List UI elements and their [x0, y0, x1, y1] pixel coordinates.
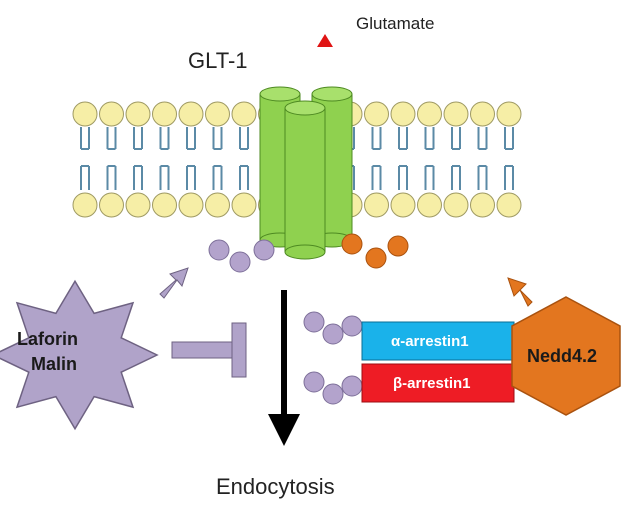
lipid-head-bottom — [496, 192, 522, 218]
lipid-head-bottom — [231, 192, 257, 218]
lipid-tail-top — [504, 127, 514, 150]
cylinder-top — [284, 100, 326, 116]
ubiquitin-dot — [341, 375, 363, 397]
nedd42-hexagon-icon — [511, 296, 621, 416]
lipid-head-top — [125, 101, 151, 127]
inhibition-bar — [171, 341, 233, 359]
lipid-tail-bottom — [133, 165, 143, 190]
lipid-head-bottom — [178, 192, 204, 218]
ubiquitin-dot — [303, 371, 325, 393]
lipid-head-bottom — [470, 192, 495, 218]
lipid-head-top — [470, 101, 495, 127]
lipid-tail-bottom — [451, 165, 461, 190]
lipid-head-top — [231, 101, 257, 127]
lipid-head-bottom — [443, 192, 469, 218]
lipid-tail-top — [371, 127, 382, 150]
lipid-tail-top — [451, 127, 461, 150]
cylinder-top — [259, 86, 301, 102]
lipid-tail-top — [398, 127, 408, 150]
lipid-head-top — [364, 101, 389, 127]
lipid-tail-top — [159, 127, 170, 150]
inhibition-cap — [231, 322, 247, 378]
lipid-head-bottom — [72, 192, 98, 218]
lipid-head-bottom — [417, 192, 442, 218]
lipid-head-top — [417, 101, 442, 127]
lipid-head-top — [443, 101, 469, 127]
lipid-head-bottom — [205, 192, 230, 218]
lipid-head-top — [152, 101, 177, 127]
lipid-head-bottom — [390, 192, 416, 218]
cylinder-bottom — [284, 244, 326, 260]
lipid-head-bottom — [152, 192, 177, 218]
laforin-action-arrow-icon — [159, 267, 189, 299]
lipid-head-bottom — [364, 192, 389, 218]
glutamate-triangle-icon — [317, 34, 333, 47]
lipid-tail-top — [133, 127, 143, 150]
nedd42-action-arrow-icon — [507, 277, 533, 307]
phospho-dot-purple — [229, 251, 251, 273]
lipid-tail-bottom — [239, 165, 249, 190]
phospho-dot-purple — [208, 239, 230, 261]
cylinder-top — [311, 86, 353, 102]
ubiquitin-dot — [322, 323, 344, 345]
lipid-tail-top — [424, 127, 435, 150]
lipid-head-top — [72, 101, 98, 127]
glt1-transporter — [259, 86, 353, 260]
malin-label: Malin — [31, 354, 77, 374]
lipid-tail-top — [477, 127, 488, 150]
lipid-head-bottom — [125, 192, 151, 218]
lipid-tail-bottom — [371, 165, 382, 190]
beta-arrestin-box — [361, 363, 515, 403]
lipid-tail-top — [239, 127, 249, 150]
lipid-tail-bottom — [212, 165, 223, 190]
glt1-label: GLT-1 — [188, 48, 248, 73]
alpha-arrestin-label: α-arrestin1 — [391, 333, 469, 350]
laforin-label: Laforin — [17, 329, 78, 349]
phospho-dot-orange — [341, 233, 363, 255]
phosphorylation-dots — [208, 233, 409, 273]
lipid-head-top — [99, 101, 124, 127]
lipid-tail-top — [106, 127, 117, 150]
endocytosis-arrowhead-icon — [268, 414, 300, 446]
lipid-head-top — [390, 101, 416, 127]
lipid-head-bottom — [99, 192, 124, 218]
lipid-tail-bottom — [186, 165, 196, 190]
phospho-dot-purple — [253, 239, 275, 261]
nedd42-label: Nedd4.2 — [527, 346, 597, 366]
phospho-dot-orange — [365, 247, 387, 269]
alpha-arrestin-box — [361, 321, 515, 361]
beta-arrestin-label: β-arrestin1 — [393, 375, 471, 392]
ubiquitin-dot — [303, 311, 325, 333]
channel-cylinder-front — [284, 100, 326, 260]
lipid-head-top — [205, 101, 230, 127]
lipid-head-top — [496, 101, 522, 127]
arrestin-ubiquitin-dots — [303, 311, 363, 405]
ubiquitin-dot — [322, 383, 344, 405]
endocytosis-label: Endocytosis — [216, 474, 335, 499]
lipid-tail-bottom — [398, 165, 408, 190]
lipid-tail-top — [186, 127, 196, 150]
lipid-tail-bottom — [80, 165, 90, 190]
lipid-tail-bottom — [159, 165, 170, 190]
lipid-tail-bottom — [477, 165, 488, 190]
ubiquitin-dot — [341, 315, 363, 337]
lipid-tail-bottom — [424, 165, 435, 190]
laforin-malin-star-icon — [0, 279, 159, 431]
lipid-head-top — [178, 101, 204, 127]
phospho-dot-orange — [387, 235, 409, 257]
glutamate-label: Glutamate — [356, 14, 434, 33]
lipid-tail-bottom — [504, 165, 514, 190]
lipid-tail-bottom — [106, 165, 117, 190]
lipid-tail-top — [212, 127, 223, 150]
cylinder-body — [284, 107, 326, 253]
lipid-tail-top — [80, 127, 90, 150]
